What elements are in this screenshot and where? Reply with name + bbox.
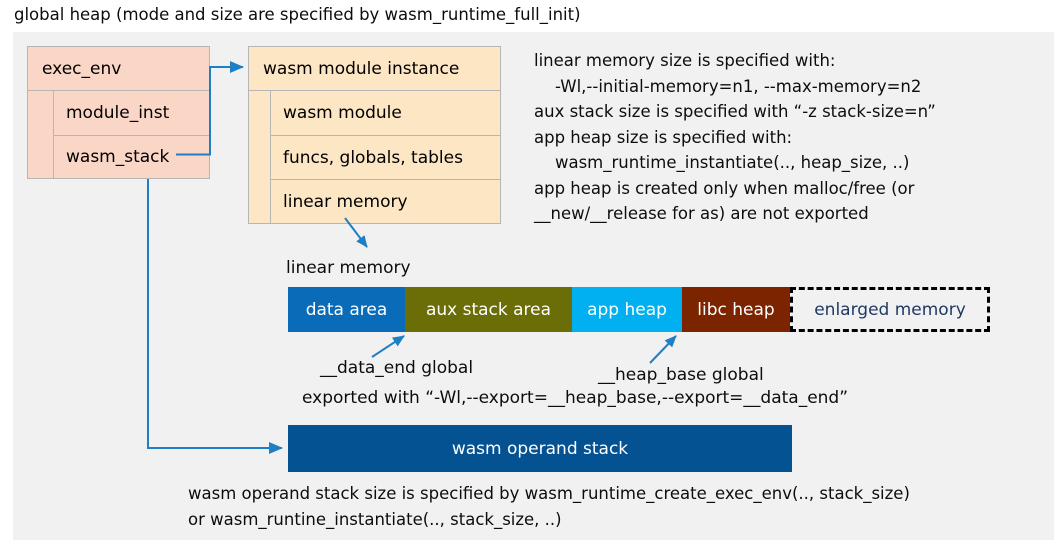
module-instance-field-wasm-module: wasm module bbox=[283, 103, 402, 123]
page-title: global heap (mode and size are specified… bbox=[14, 5, 581, 24]
exec-env-header: exec_env bbox=[28, 47, 209, 91]
exec-env-box: exec_env module_inst wasm_stack bbox=[27, 46, 210, 179]
memory-segment-label: enlarged memory bbox=[814, 299, 966, 320]
callout-exported: exported with “-Wl,--export=__heap_base,… bbox=[302, 388, 849, 408]
module-instance-field-funcs-globals-tables: funcs, globals, tables bbox=[271, 135, 500, 179]
memory-segment-enlarged-memory: enlarged memory bbox=[790, 287, 990, 332]
memory-config-notes: linear memory size is specified with: -W… bbox=[534, 51, 936, 223]
module-instance-field-linear-memory: linear memory bbox=[271, 179, 500, 223]
callout-data-end: __data_end global bbox=[320, 358, 474, 378]
memory-segment-label: libc heap bbox=[697, 299, 775, 320]
module-instance-body: wasm module funcs, globals, tables linea… bbox=[249, 91, 500, 223]
memory-segment-app-heap: app heap bbox=[572, 287, 682, 332]
callout-heap-base: __heap_base global bbox=[598, 365, 764, 385]
memory-segment-aux-stack-area: aux stack area bbox=[405, 287, 572, 332]
module-instance-gutter bbox=[249, 91, 271, 223]
wasm-operand-stack-box: wasm operand stack bbox=[288, 425, 792, 472]
memory-segment-label: aux stack area bbox=[425, 299, 552, 320]
exec-env-fields: module_inst wasm_stack bbox=[54, 91, 209, 178]
wasm-operand-stack-label: wasm operand stack bbox=[451, 438, 629, 459]
memory-segment-label: app heap bbox=[587, 299, 667, 320]
memory-segment-libc-heap: libc heap bbox=[682, 287, 790, 332]
operand-stack-notes: wasm operand stack size is specified by … bbox=[188, 484, 910, 529]
linear-memory-label: linear memory bbox=[286, 258, 411, 278]
linear-memory-bar: data area aux stack area app heap libc heap… bbox=[288, 287, 990, 332]
exec-env-field-module-inst: module_inst bbox=[66, 102, 170, 123]
memory-segment-label: data area bbox=[305, 299, 388, 320]
module-instance-header: wasm module instance bbox=[249, 47, 500, 91]
module-instance-fields: wasm module funcs, globals, tables linea… bbox=[271, 91, 500, 223]
exec-env-gutter bbox=[28, 91, 54, 178]
exec-env-field-wasm-stack: wasm_stack bbox=[54, 134, 209, 179]
wasm-module-instance-box: wasm module instance wasm module funcs, … bbox=[248, 46, 501, 224]
exec-env-body: module_inst wasm_stack bbox=[28, 91, 209, 178]
memory-segment-data-area: data area bbox=[288, 287, 405, 332]
